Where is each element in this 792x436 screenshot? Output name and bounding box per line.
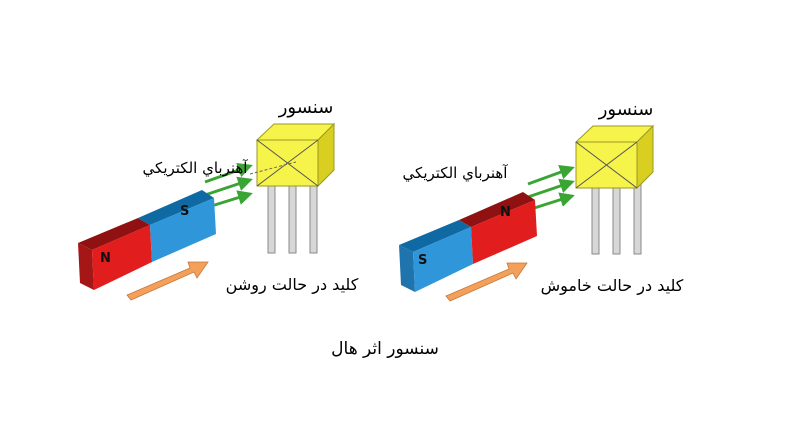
state-label-right: کلید در حالت خاموش — [541, 276, 684, 296]
magnet-pole-far-right: S — [418, 253, 427, 268]
sensor-label-left: سنسور — [278, 97, 334, 118]
magnet-pole-near-right: N — [500, 205, 511, 220]
sensor-pins-left — [267, 182, 318, 254]
panel-right: S N سنسور آهنرباي الكتريكي کلید در حالت … — [399, 99, 684, 302]
magnet-right: S N — [399, 192, 537, 292]
field-lines-label-left: آهنرباي الكتريكي — [143, 159, 249, 178]
magnet-pole-near-left: S — [180, 204, 189, 219]
field-lines-label-right: آهنرباي الكتريكي — [403, 164, 509, 183]
sensor-cube-right — [574, 124, 655, 190]
sensor-label-right: سنسور — [598, 99, 654, 120]
magnet-pole-far-left: N — [100, 251, 111, 266]
magnet-left: N S — [78, 190, 216, 290]
motion-arrow-right — [445, 262, 528, 302]
motion-arrow-left — [126, 261, 209, 301]
panel-left: N S سنسور آهنرباي الكتريكي کلید در حالت … — [78, 97, 359, 301]
sensor-cube-left — [255, 122, 336, 188]
diagram-caption: سنسور اثر هال — [331, 339, 439, 359]
sensor-pins-right — [591, 183, 642, 255]
state-label-left: کلید در حالت روشن — [226, 275, 359, 295]
